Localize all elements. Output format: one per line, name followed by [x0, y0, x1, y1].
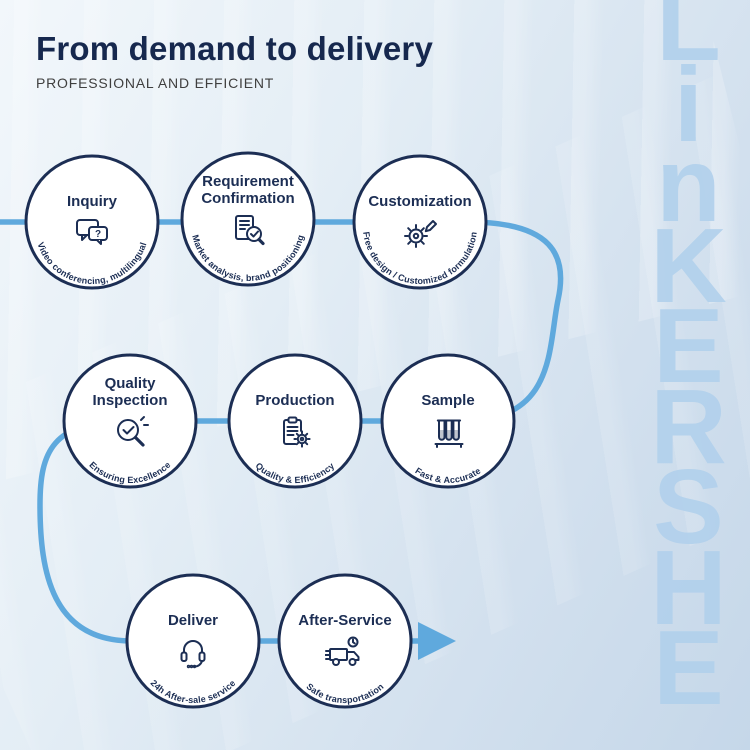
headset-support-icon [180, 640, 206, 669]
step-customization: Free design / Customized formulation Cus… [350, 152, 490, 292]
inquiry-chat-icon: ? [76, 219, 108, 245]
step-circle: Safe transportation [277, 573, 413, 709]
header: From demand to delivery PROFESSIONAL AND… [36, 30, 433, 91]
step-deliver: 24h After-sale service Deliver [123, 571, 263, 711]
arrow-icon [418, 622, 456, 660]
step-after-service: Safe transportation After-Service [275, 571, 415, 711]
step-title: Inquiry [66, 193, 117, 211]
document-check-icon [235, 215, 265, 246]
step-title: Requirement Confirmation [201, 173, 295, 208]
delivery-truck-icon [325, 636, 360, 666]
svg-text:?: ? [95, 229, 101, 240]
magnifier-check-icon [117, 416, 149, 447]
test-tubes-icon [434, 419, 464, 448]
step-requirement-confirmation: Market analysis, brand positioning Requi… [178, 149, 318, 289]
step-title: Quality Inspection [92, 375, 168, 410]
step-title: After-Service [298, 612, 392, 630]
clipboard-gear-icon [283, 416, 311, 448]
step-production: Quality & Efficiency Production [225, 351, 365, 491]
page-title: From demand to delivery [36, 30, 434, 67]
step-quality-inspection: Ensuring Excellence Quality Inspection [60, 351, 200, 491]
step-title: Production [255, 392, 335, 410]
step-title: Sample [421, 392, 475, 410]
gear-pencil-icon [404, 220, 437, 248]
step-title: Deliver [167, 612, 219, 630]
page-subtitle: PROFESSIONAL AND EFFICIENT [36, 75, 275, 91]
step-title: Customization [368, 193, 472, 211]
step-circle: Video conferencing, multilingual [24, 154, 160, 290]
step-inquiry: Video conferencing, multilingual Inquiry… [22, 152, 162, 292]
step-circle: Market analysis, brand positioning [180, 151, 316, 287]
step-sample: Fast & Accurate Sample [378, 351, 518, 491]
